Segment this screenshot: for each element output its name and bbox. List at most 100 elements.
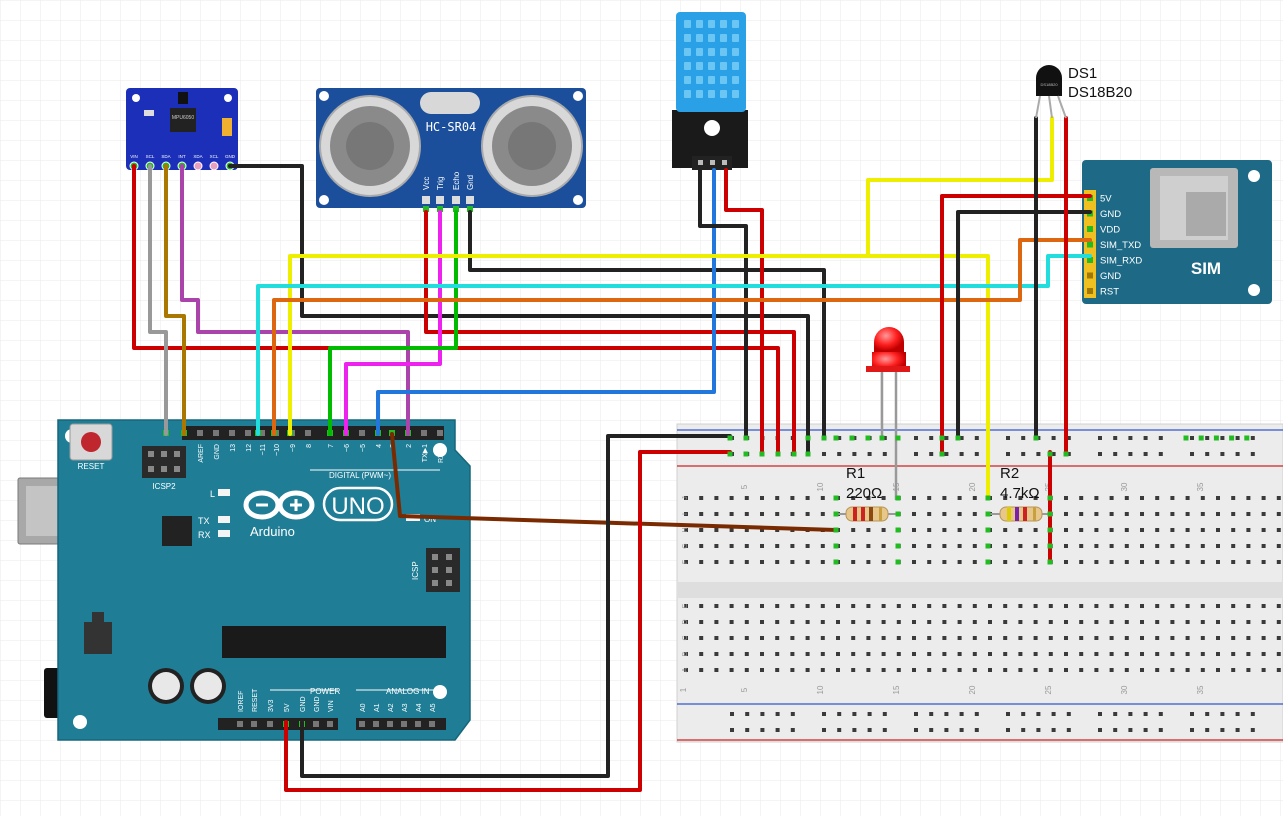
power-pin-label: IOREF [238,691,245,712]
digital-pin-label: TX▶1 [422,444,429,462]
ds18b20-chip-text: DS18B20 [1040,82,1058,87]
breadboard-holes [684,436,1281,732]
digital-header [182,426,444,440]
mpu-pin-label: VIN [130,154,138,159]
wire-mpu-sda [164,164,186,436]
wire-led-signal [390,432,838,532]
wire-sim-5v [940,194,1092,454]
breadboard-column-number: 30 [1120,482,1129,491]
mpu-pin-label: XCL [210,154,219,159]
r1-value: 220Ω [846,485,882,502]
wire-orange-sim-txd [272,238,1092,436]
breadboard-row-letter: B [682,651,689,656]
analog-pin-label: A5 [430,703,437,712]
sim-pin-label: SIM_RXD [1100,256,1142,267]
breadboard-row-letter: I [682,513,689,515]
wire-hcsr04-vcc [424,210,796,454]
digital-pin-label: 13 [230,444,237,452]
wire-hcsr04-echo [328,210,458,436]
digital-pin-label: 12 [246,444,253,452]
ds18b20-body [1036,65,1062,96]
atmega-chip [222,626,446,658]
analog-pin-label: A3 [402,703,409,712]
breadboard-row-letter: H [682,527,689,532]
breadboard-column-number-bottom: 10 [816,685,825,694]
power-pin-label: RESET [252,688,259,712]
analog-label: ANALOG IN [386,687,430,696]
analog-pin-label: A1 [374,703,381,712]
digital-pin-label: GND [214,444,221,460]
breadboard-column-number: 5 [740,484,749,489]
breadboard-column-number: 35 [1196,482,1205,491]
tx-label: TX [198,516,210,526]
wire-hcsr04-gnd [468,210,826,438]
ds18b20-sensor: DS18B20 DS1 DS18B20 [1036,65,1132,101]
icsp2-label: ICSP2 [152,482,176,491]
sim-pin-label: RST [1100,287,1119,298]
breadboard-column-number-bottom: 35 [1196,685,1205,694]
hcsr04-pin-label: Gnd [466,175,475,190]
led-dome [874,327,904,352]
resistor-r2: R2 4.7kΩ [990,465,1052,522]
digital-pin-label: 2 [406,444,413,448]
rx-label: RX [198,530,211,540]
digital-pin-label: RX◀0 [438,444,445,463]
breadboard-row-letter: C [682,635,689,640]
power-pin-label: 5V [284,703,291,712]
breadboard-active-holes [727,435,1250,565]
wire-cyan-sim-rxd [256,254,1092,436]
digital-pin-label: AREF [198,444,205,463]
sim-pin-label: SIM_TXD [1100,240,1141,251]
mpu-pin-label: GND [225,154,236,159]
reset-button-cap[interactable] [81,432,101,452]
digital-pin-label: ~5 [360,444,367,452]
wire-dht-data [376,168,716,436]
arduino-brand: Arduino [250,524,295,539]
breadboard-column-number-bottom: 30 [1120,685,1129,694]
l-led [218,489,230,496]
wire-arduino-5v [284,450,732,792]
arduino-logo-icon [243,490,315,520]
ds18b20-id: DS1 [1068,65,1097,82]
icsp-label: ICSP [411,561,420,580]
digital-pin-label: ~10 [274,444,281,456]
voltage-regulator [84,622,112,654]
digital-pin-label: 4 [376,444,383,448]
hcsr04-pin-label: Trig [436,177,445,190]
icsp2-header [142,446,186,478]
uno-badge [322,486,394,522]
mpu-pin-label: SCL [146,154,155,159]
tx-led [218,516,230,523]
wire-mpu-gnd [228,164,810,454]
r2-id: R2 [1000,465,1019,482]
mpu-pin-label: XDA [193,154,202,159]
digital-pin-label: ~9 [290,444,297,452]
breadboard-column-number-bottom: 5 [740,687,749,692]
power-pin-label: GND [300,696,307,712]
digital-pin-label: 8 [306,444,313,448]
hcsr04-pin-label: Echo [452,171,461,190]
sim-pin-label: GND [1100,271,1121,282]
mpu-chip-label: MPU6050 [172,115,194,121]
analog-pin-label: A0 [360,703,367,712]
breadboard-column-number-bottom: 1 [679,687,688,692]
arduino-board [57,419,471,741]
digital-label: DIGITAL (PWM~) [329,471,391,480]
breadboard-column-number-bottom: 20 [968,685,977,694]
usb-chip [162,516,192,546]
analog-pin-label: A2 [388,703,395,712]
reset-label: RESET [78,462,105,471]
wire-mpu-scl [148,164,168,436]
wire-dht-vcc [724,168,764,454]
power-pin-label: GND [314,696,321,712]
digital-pin-label: ~11 [260,444,267,455]
uno-label: UNO [331,493,384,520]
dht11-sensor [672,12,748,170]
